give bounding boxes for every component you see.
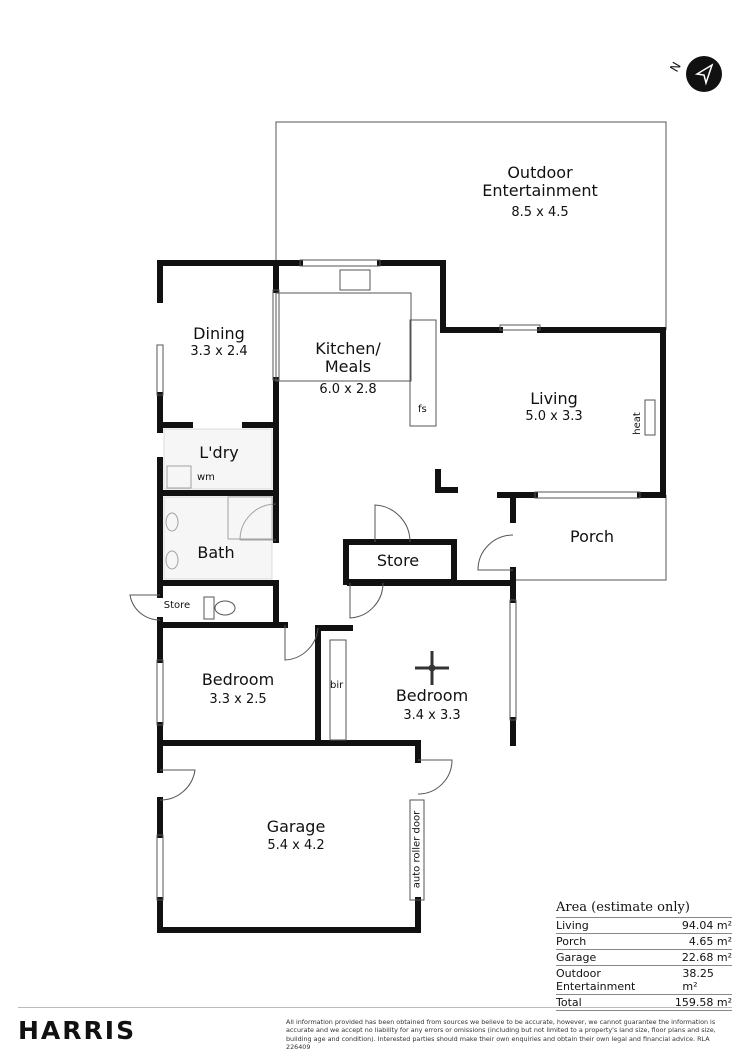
built-in-robe-label: bir [330, 680, 344, 691]
area-label: Outdoor Entertainment [556, 967, 636, 993]
room-bedroom1-name: Bedroom [201, 670, 275, 689]
room-living-dims: 5.0 x 3.3 [525, 409, 583, 424]
tiled-areas [163, 428, 273, 580]
roller-door-label: auto roller door [411, 810, 423, 889]
area-table: Area (estimate only) Living 94.04 m² Porc… [556, 900, 732, 1011]
area-label: Garage [556, 951, 597, 964]
area-row: Porch 4.65 m² [556, 934, 732, 950]
outdoor-outline [275, 121, 667, 581]
area-row: Outdoor Entertainment 38.25 m² [556, 966, 732, 995]
area-value: 159.58 m² [674, 996, 732, 1009]
room-store-name: Store [376, 551, 420, 570]
area-label: Porch [556, 935, 587, 948]
room-garage-dims: 5.4 x 4.2 [267, 838, 325, 853]
north-arrow-icon [686, 56, 722, 92]
area-value: 22.68 m² [681, 951, 732, 964]
room-kitchen-name: Kitchen/ Meals [315, 339, 381, 377]
footer-divider [18, 1007, 732, 1008]
room-living-name: Living [530, 389, 578, 408]
room-bedroom2-name: Bedroom [395, 686, 469, 705]
windows-doors [129, 259, 656, 901]
disclaimer: All information provided has been obtain… [286, 1018, 716, 1051]
area-row: Total 159.58 m² [556, 995, 732, 1011]
room-store-small-name: Store [163, 600, 191, 611]
room-dining-dims: 3.3 x 2.4 [190, 344, 248, 359]
brand-logo: HARRIS [18, 1016, 137, 1045]
walls [157, 260, 666, 933]
fridge-space-label: fs [418, 404, 427, 415]
room-dining-name: Dining [193, 324, 245, 343]
room-laundry-name: L'dry [199, 443, 239, 462]
area-value: 4.65 m² [688, 935, 732, 948]
room-bath-name: Bath [197, 543, 235, 562]
room-outdoor-dims: 8.5 x 4.5 [511, 205, 569, 220]
heater-label: heat [631, 412, 643, 435]
washing-machine-label: wm [197, 472, 215, 483]
room-bedroom1-dims: 3.3 x 2.5 [209, 692, 267, 707]
area-label: Total [556, 996, 582, 1009]
room-kitchen-dims: 6.0 x 2.8 [319, 382, 377, 397]
area-value: 38.25 m² [682, 967, 714, 993]
area-label: Living [556, 919, 589, 932]
area-value: 94.04 m² [681, 919, 732, 932]
area-row: Living 94.04 m² [556, 918, 732, 934]
room-outdoor-name: Outdoor Entertainment [482, 163, 598, 201]
area-title: Area (estimate only) [556, 900, 732, 918]
room-bedroom2-dims: 3.4 x 3.3 [403, 708, 461, 723]
room-porch-name: Porch [569, 527, 615, 546]
room-garage-name: Garage [266, 817, 326, 836]
area-row: Garage 22.68 m² [556, 950, 732, 966]
ceiling-fan-icon [415, 651, 449, 685]
